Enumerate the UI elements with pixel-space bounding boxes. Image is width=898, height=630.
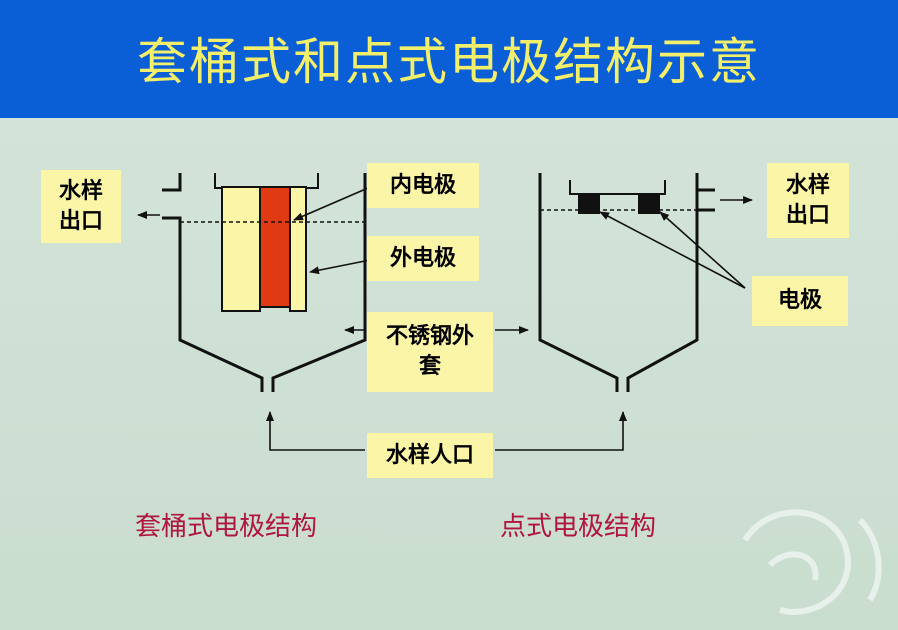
- pointer-arrows: [137, 187, 753, 451]
- left-outer-electrode-strip: [289, 186, 307, 312]
- steel-jacket-label: 不锈钢外 套: [367, 312, 493, 392]
- water-outlet-left-label: 水样 出口: [41, 170, 121, 243]
- right-vessel: [538, 173, 715, 392]
- inner-electrode-label: 内电极: [367, 163, 479, 208]
- left-vessel: [162, 173, 367, 392]
- caption-right: 点式电极结构: [500, 512, 657, 542]
- outer-electrode-label: 外电极: [367, 236, 479, 281]
- caption-left: 套桶式电极结构: [135, 512, 318, 542]
- dragon-watermark: [742, 509, 882, 615]
- title-bar: 套桶式和点式电极结构示意: [0, 0, 898, 118]
- right-point-electrode-1: [578, 194, 600, 214]
- left-inner-electrode: [259, 186, 291, 308]
- left-outer-electrode: [221, 186, 261, 312]
- page-title: 套桶式和点式电极结构示意: [137, 33, 761, 91]
- right-electrode-holder: [569, 180, 666, 195]
- right-point-electrode-2: [638, 194, 660, 214]
- left-electrode-holder: [214, 173, 319, 189]
- water-outlet-right-label: 水样 出口: [767, 163, 849, 238]
- water-inlet-label: 水样人口: [367, 433, 493, 478]
- electrode-label: 电极: [752, 276, 848, 326]
